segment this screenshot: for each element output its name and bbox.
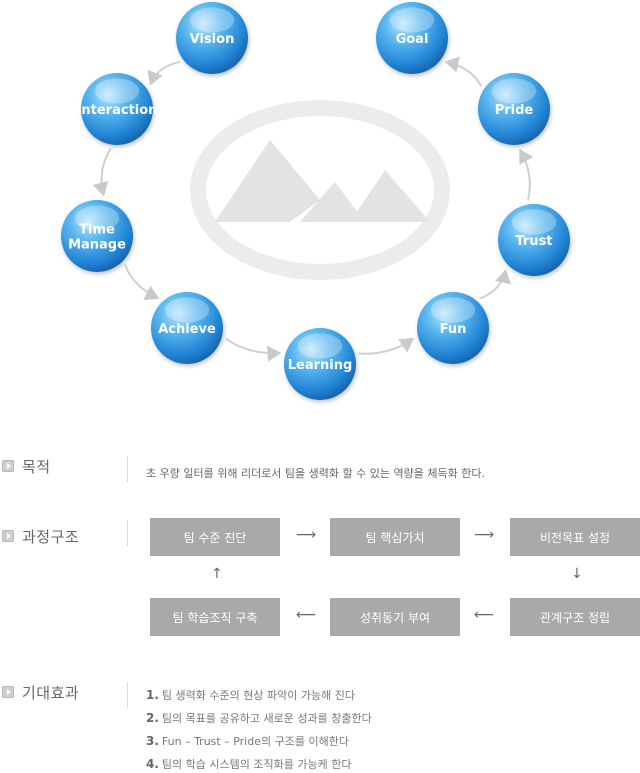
cycle-nodes: VisionInteractionTimeManageAchieveLearni… [61, 2, 570, 400]
node-label: Pride [495, 103, 534, 118]
process-box-relation: 관계구조 정립 [510, 598, 640, 636]
node-label: Manage [68, 238, 126, 253]
purpose-text: 초 우량 일터를 위해 리더로서 팀을 생력화 할 수 있는 역량을 체득화 한… [146, 467, 485, 480]
node-circle [376, 2, 448, 74]
process-box-motivation: 성취동기 부여 [330, 598, 460, 636]
node-circle [151, 292, 223, 364]
arrow-up-icon: ↑ [211, 566, 223, 582]
node-highlight [430, 297, 476, 323]
node-highlight [74, 205, 120, 231]
node-learning: Learning [284, 328, 356, 400]
node-vision: Vision [176, 2, 248, 74]
node-highlight [511, 209, 557, 235]
node-label: Time [79, 223, 115, 238]
node-highlight [389, 7, 435, 33]
arrow-down-icon: ↓ [571, 566, 583, 582]
process-box-vision-goal: 비전목표 설정 [510, 518, 640, 556]
node-circle [284, 328, 356, 400]
process-box-learning-org: 팀 학습조직 구축 [150, 598, 280, 636]
cycle-connector-arrow [147, 60, 181, 86]
effects-bullet-icon [2, 686, 14, 698]
cycle-connector-arrow [124, 264, 160, 300]
node-trust: Trust [498, 204, 570, 276]
node-highlight [491, 78, 537, 104]
node-highlight [297, 333, 343, 359]
purpose-divider [127, 456, 128, 482]
node-circle [417, 292, 489, 364]
process-box-team-diagnosis: 팀 수준 진단 [150, 518, 280, 556]
node-label: Interaction [77, 103, 158, 118]
effects-title: 기대효과 [22, 684, 80, 702]
node-pride: Pride [478, 73, 550, 145]
node-circle [61, 200, 133, 272]
cycle-connector-arrow [519, 148, 534, 201]
node-label: Achieve [158, 322, 216, 337]
node-circle [498, 204, 570, 276]
arrow-right-icon: ⟶ [474, 527, 495, 543]
node-label: Trust [515, 234, 552, 249]
arrow-right-icon: ⟶ [296, 527, 317, 543]
process-box-core-value: 팀 핵심가치 [330, 518, 460, 556]
node-interaction: Interaction [77, 73, 158, 145]
node-circle [81, 73, 153, 145]
node-achieve: Achieve [151, 292, 223, 364]
cycle-connector-arrow [225, 337, 282, 362]
effect-item: 2.팀의 목표를 공유하고 새로운 성과를 창출한다 [146, 711, 372, 725]
node-goal: Goal [376, 2, 448, 74]
center-logo [190, 100, 450, 280]
node-label: Learning [288, 358, 353, 373]
node-label: Vision [190, 32, 235, 47]
cycle-connectors [92, 56, 534, 362]
cycle-connector-arrow [358, 337, 415, 355]
node-label: Goal [396, 32, 429, 47]
node-highlight [94, 78, 140, 104]
node-fun: Fun [417, 292, 489, 364]
cycle-diagram: VisionInteractionTimeManageAchieveLearni… [61, 2, 570, 400]
arrow-left-icon: ⟵ [474, 607, 495, 623]
cycle-connector-arrow [92, 147, 112, 197]
cycle-connector-arrow [444, 56, 483, 87]
process-bullet-icon [2, 530, 14, 542]
purpose-bullet-icon [2, 460, 14, 472]
arrow-left-icon: ⟵ [296, 607, 317, 623]
node-circle [478, 73, 550, 145]
purpose-title: 목적 [22, 458, 51, 476]
process-divider [127, 520, 128, 546]
effect-item: 1.팀 생력화 수준의 현상 파악이 가능해 진다 [146, 688, 355, 702]
effect-item: 4.팀의 학습 시스템의 조직화를 가능케 한다 [146, 757, 352, 771]
effects-divider [127, 682, 128, 708]
node-label: Fun [440, 322, 467, 337]
node-circle [176, 2, 248, 74]
process-title: 과정구조 [22, 528, 80, 546]
effect-item: 3.Fun – Trust – Pride의 구조를 이해한다 [146, 734, 349, 748]
cycle-connector-arrow [479, 268, 511, 300]
node-highlight [189, 7, 235, 33]
node-highlight [164, 297, 210, 323]
